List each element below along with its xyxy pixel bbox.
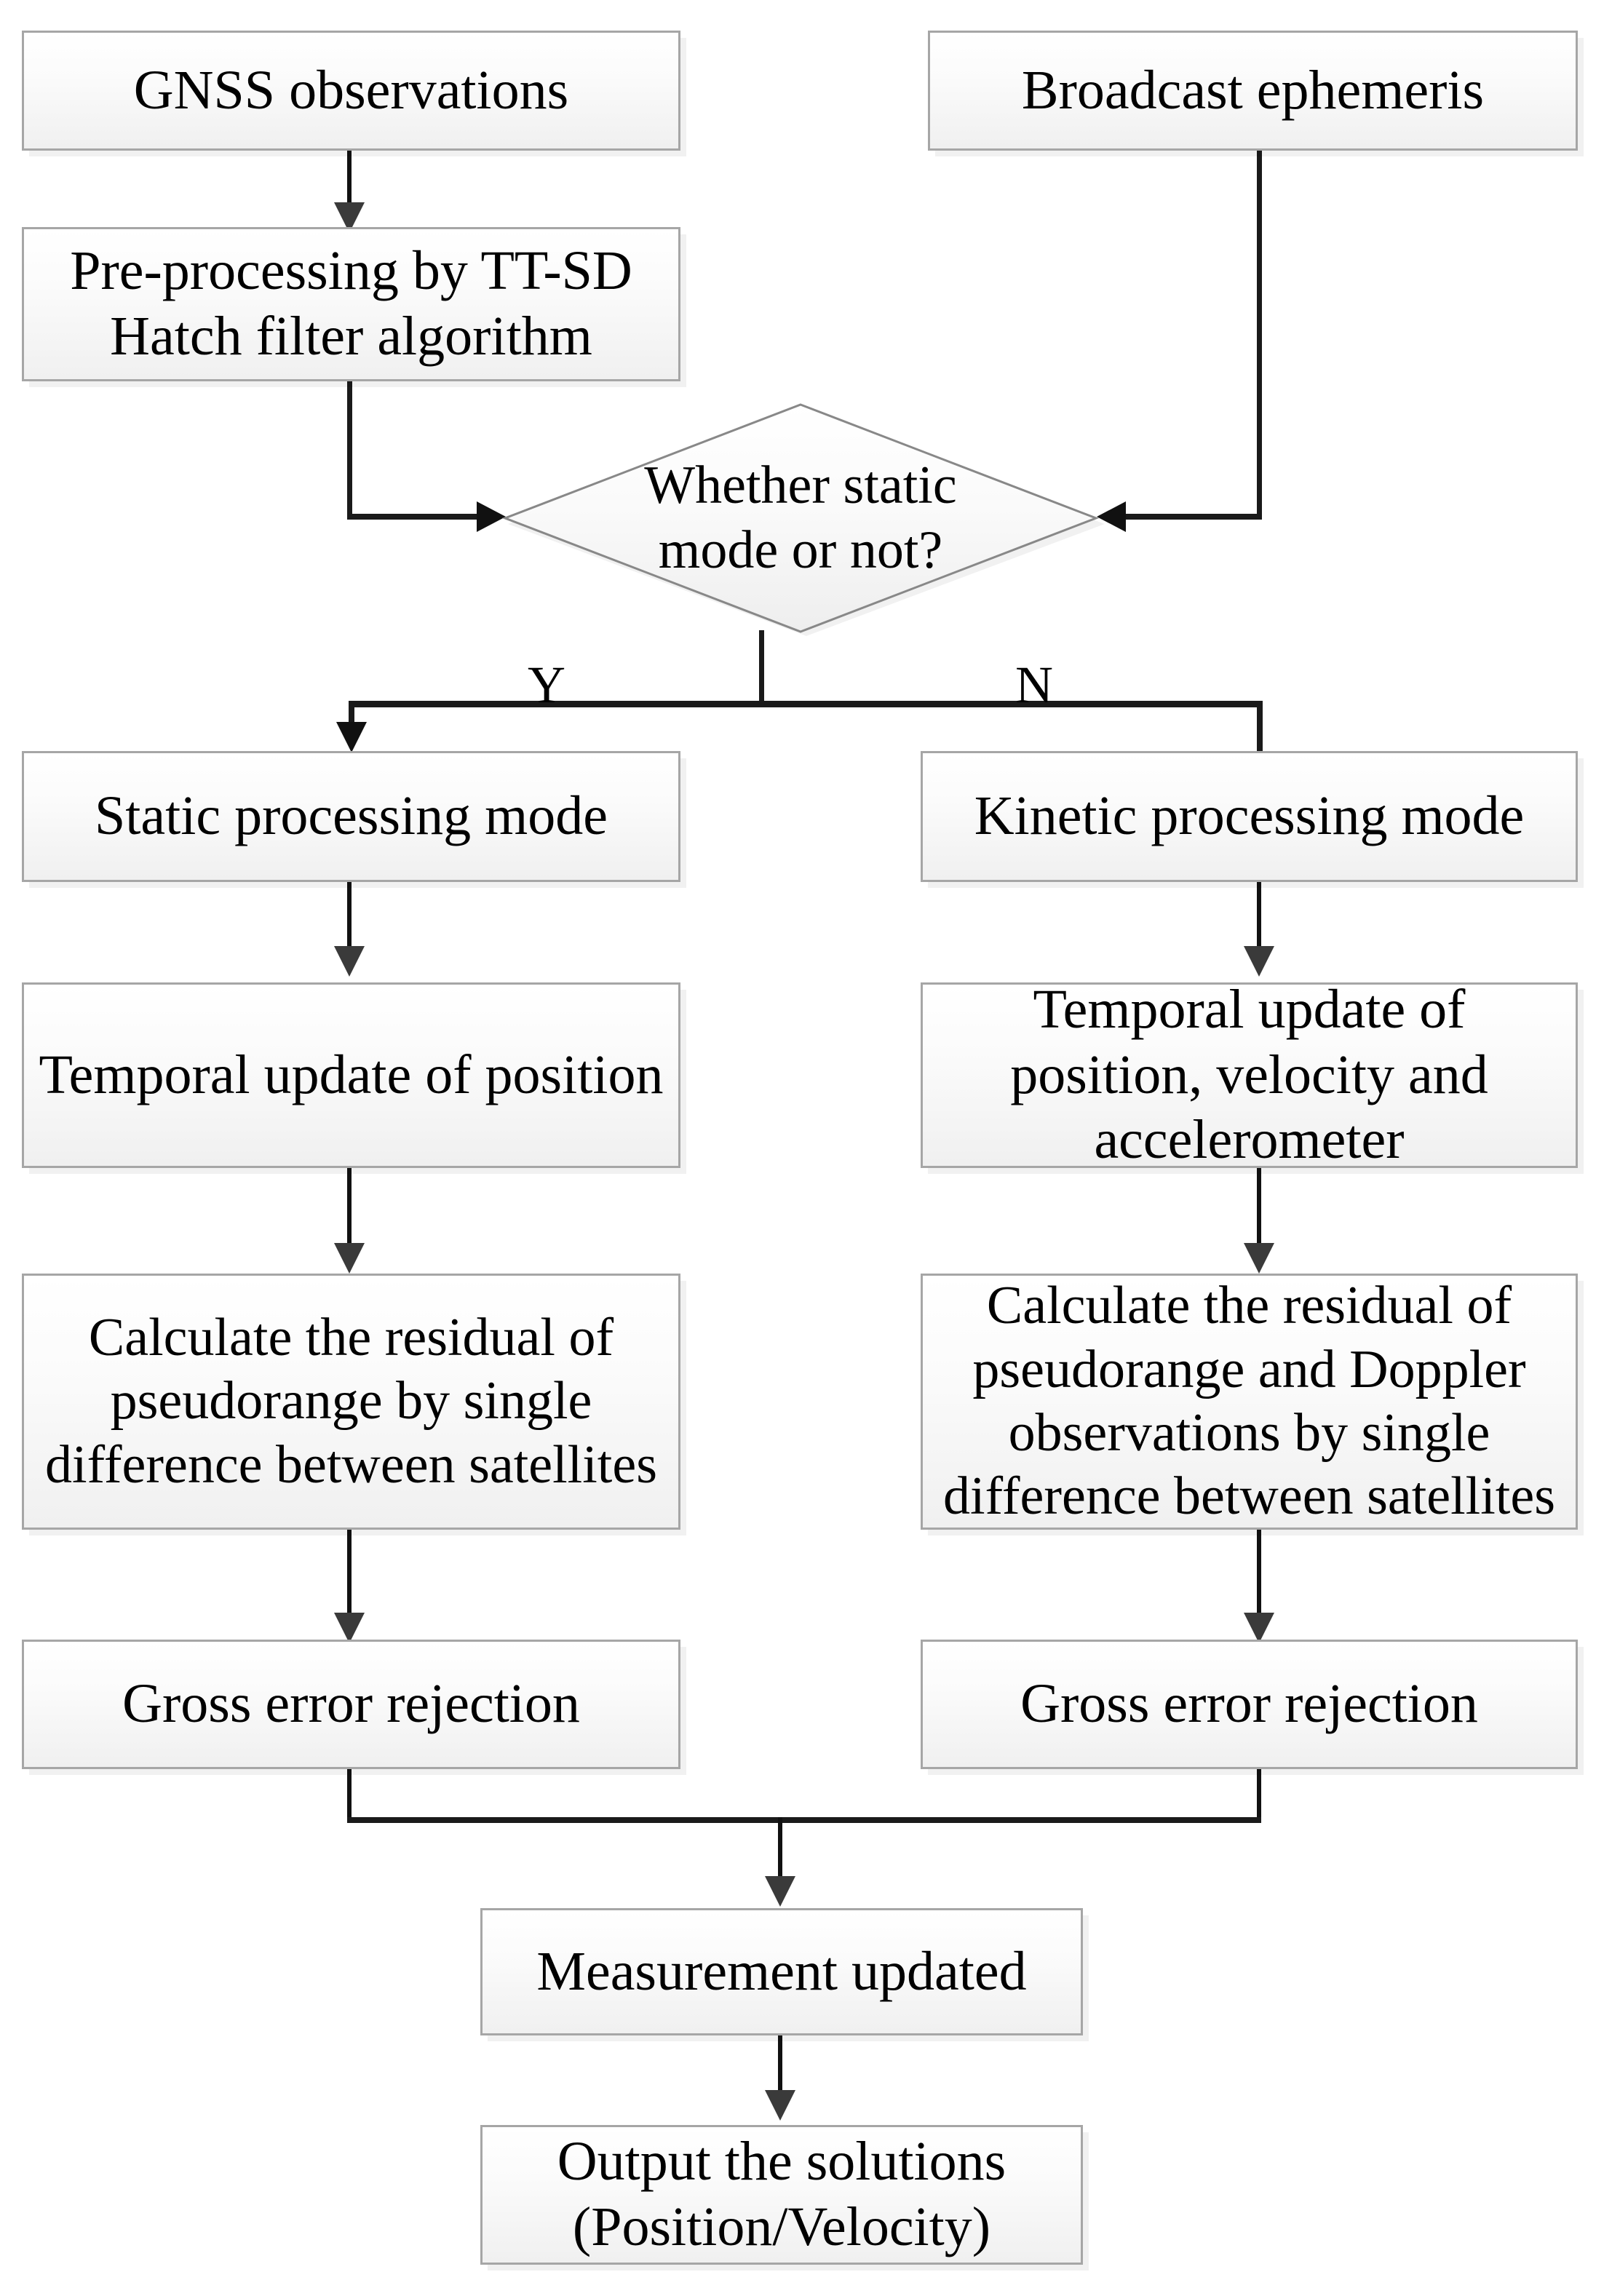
edge-merge-bus xyxy=(347,1817,1261,1823)
arrowhead-static-residual-to-gross-error xyxy=(334,1613,365,1643)
node-label-kinetic-gross-error: Gross error rejection xyxy=(1020,1673,1478,1735)
node-kinetic-gross-error[interactable]: Gross error rejection xyxy=(921,1640,1578,1769)
edge-ephemeris-horizontal xyxy=(1124,514,1262,520)
edge-measurement-to-output xyxy=(778,2034,782,2116)
arrowhead-yes-branch xyxy=(336,722,367,752)
node-static-mode[interactable]: Static processing mode xyxy=(22,751,680,882)
edge-static-gross-error-down xyxy=(347,1769,352,1822)
node-measurement-updated[interactable]: Measurement updated xyxy=(480,1908,1083,2035)
edge-kinetic-gross-error-down xyxy=(1257,1769,1261,1822)
node-label-preprocessing: Pre-processing by TT-SD Hatch filter alg… xyxy=(70,240,632,367)
arrowhead-kinetic-mode-to-temporal xyxy=(1244,946,1274,977)
edge-preprocessing-horizontal xyxy=(347,514,478,520)
node-label-kinetic-mode: Kinetic processing mode xyxy=(974,785,1525,847)
edge-no-branch xyxy=(1257,701,1263,751)
node-label-measurement-updated: Measurement updated xyxy=(536,1940,1027,2002)
edge-static-mode-to-temporal xyxy=(347,882,352,963)
edge-static-residual-to-gross-error xyxy=(347,1530,352,1636)
node-kinetic-mode[interactable]: Kinetic processing mode xyxy=(921,751,1578,882)
node-static-temporal-update[interactable]: Temporal update of position xyxy=(22,982,680,1168)
node-label-broadcast-ephemeris: Broadcast ephemeris xyxy=(1021,59,1485,121)
edge-kinetic-residual-to-gross-error xyxy=(1257,1530,1261,1636)
edge-yes-branch xyxy=(349,701,354,731)
node-static-gross-error[interactable]: Gross error rejection xyxy=(22,1640,680,1769)
node-label-gnss-observations: GNSS observations xyxy=(133,59,569,121)
node-output-solutions[interactable]: Output the solutions (Position/Velocity) xyxy=(480,2125,1083,2265)
edge-static-temporal-to-residual xyxy=(347,1168,352,1266)
node-kinetic-temporal-update[interactable]: Temporal update of position, velocity an… xyxy=(921,979,1578,1170)
arrowhead-static-temporal-to-residual xyxy=(334,1243,365,1274)
arrowhead-kinetic-residual-to-gross-error xyxy=(1244,1613,1274,1643)
node-broadcast-ephemeris[interactable]: Broadcast ephemeris xyxy=(928,31,1578,151)
arrowhead-kinetic-temporal-to-residual xyxy=(1244,1243,1274,1274)
node-label-output-solutions: Output the solutions (Position/Velocity) xyxy=(557,2131,1006,2257)
edge-preprocessing-vertical xyxy=(347,381,352,520)
node-label-kinetic-residual: Calculate the residual of pseudorange an… xyxy=(943,1276,1555,1527)
arrowhead-merge-to-measurement xyxy=(765,1876,795,1907)
node-decision-static[interactable]: Whether static mode or not? xyxy=(501,402,1105,636)
edge-kinetic-temporal-to-residual xyxy=(1257,1168,1261,1266)
branch-label-yes: Y xyxy=(528,656,565,714)
node-kinetic-residual[interactable]: Calculate the residual of pseudorange an… xyxy=(921,1274,1578,1530)
branch-label-no: N xyxy=(1015,656,1053,714)
edge-decision-bus xyxy=(349,701,1263,707)
arrowhead-ephemeris-to-decision xyxy=(1097,501,1126,532)
node-label-static-residual: Calculate the residual of pseudorange by… xyxy=(45,1308,657,1495)
node-label-decision-static: Whether static mode or not? xyxy=(644,456,957,580)
edge-kinetic-mode-to-temporal xyxy=(1257,882,1261,963)
node-label-kinetic-temporal-update: Temporal update of position, velocity an… xyxy=(1010,979,1488,1171)
arrowhead-measurement-to-output xyxy=(765,2090,795,2121)
edge-merge-to-measurement xyxy=(778,1817,782,1890)
node-static-residual[interactable]: Calculate the residual of pseudorange by… xyxy=(22,1274,680,1530)
node-label-static-temporal-update: Temporal update of position xyxy=(39,1044,664,1105)
edge-decision-stem xyxy=(759,630,764,705)
node-label-static-gross-error: Gross error rejection xyxy=(122,1673,580,1735)
diamond-shape xyxy=(501,403,1105,636)
node-gnss-observations[interactable]: GNSS observations xyxy=(22,31,680,151)
edge-gnss-to-preprocessing xyxy=(347,149,352,213)
node-preprocessing[interactable]: Pre-processing by TT-SD Hatch filter alg… xyxy=(22,227,680,381)
arrowhead-static-mode-to-temporal xyxy=(334,946,365,977)
edge-ephemeris-vertical xyxy=(1257,149,1262,517)
node-label-static-mode: Static processing mode xyxy=(95,785,608,847)
arrowhead-preprocessing-to-decision xyxy=(477,501,506,532)
